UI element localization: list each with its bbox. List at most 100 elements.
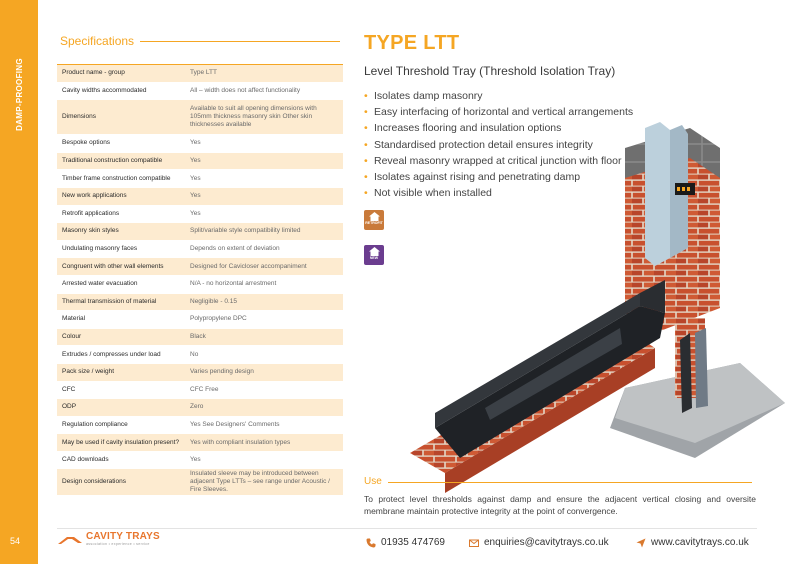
spec-label: Bespoke options — [57, 134, 185, 153]
spec-label: Pack size / weight — [57, 363, 185, 382]
phone-link[interactable]: 01935 474769 — [366, 537, 445, 548]
spec-value: Depends on extent of deviation — [185, 240, 343, 259]
list-item: Standardised protection detail ensures i… — [364, 137, 633, 153]
spec-value: Yes — [185, 134, 343, 153]
use-heading: Use — [364, 476, 382, 487]
spec-label: Timber frame construction compatible — [57, 169, 185, 188]
spec-label: Material — [57, 310, 185, 329]
spec-label: ODP — [57, 398, 185, 417]
specifications-rule — [140, 41, 340, 42]
table-row: May be used if cavity insulation present… — [57, 433, 343, 452]
spec-value: Designed for Cavicloser accompaniment — [185, 257, 343, 276]
spec-label: Thermal transmission of material — [57, 293, 185, 312]
spec-label: Traditional construction compatible — [57, 152, 185, 171]
phone-number: 01935 474769 — [381, 537, 445, 548]
spec-label: Product name - group — [57, 64, 185, 83]
product-illustration — [410, 122, 785, 493]
retrofit-badge-label: RETROFIT — [365, 221, 383, 225]
new-badge: NEW — [364, 245, 384, 265]
spec-value: No — [185, 345, 343, 364]
use-rule — [388, 482, 752, 483]
specifications-heading: Specifications — [60, 34, 135, 48]
spec-label: Retrofit applications — [57, 205, 185, 224]
spec-label: Undulating masonry faces — [57, 240, 185, 259]
spec-value: Yes See Designers' Comments — [185, 416, 343, 435]
spec-value: Type LTT — [185, 64, 343, 83]
spec-value: Polypropylene DPC — [185, 310, 343, 329]
spec-label: Cavity widths accommodated — [57, 82, 185, 101]
brand-logo[interactable]: CAVITY TRAYS association • experience • … — [57, 532, 160, 547]
spec-value: Insulated sleeve may be introduced betwe… — [185, 468, 343, 497]
list-item: Reveal masonry wrapped at critical junct… — [364, 153, 633, 169]
spec-value: Yes — [185, 451, 343, 470]
side-strip — [0, 0, 38, 564]
spec-label: CFC — [57, 381, 185, 400]
website-url: www.cavitytrays.co.uk — [651, 537, 749, 548]
email-link[interactable]: enquiries@cavitytrays.co.uk — [469, 537, 609, 548]
spec-value: Varies pending design — [185, 363, 343, 382]
section-label: DAMP-PROOFING — [14, 57, 24, 131]
brand-name: CAVITY TRAYS — [86, 531, 160, 542]
spec-value: Yes — [185, 152, 343, 171]
product-title: TYPE LTT — [364, 32, 460, 54]
list-item: Isolates damp masonry — [364, 88, 633, 104]
list-item: Easy interfacing of horizontal and verti… — [364, 104, 633, 120]
spec-value: N/A - no horizontal arrestment — [185, 275, 343, 294]
spec-value: Available to suit all opening dimensions… — [185, 99, 343, 136]
logo-mark-icon — [58, 536, 82, 544]
spec-label: Colour — [57, 328, 185, 347]
new-badge-label: NEW — [369, 256, 379, 260]
page-number: 54 — [10, 536, 21, 546]
spec-label: Design considerations — [57, 468, 185, 497]
product-subtitle: Level Threshold Tray (Threshold Isolatio… — [364, 64, 616, 78]
website-link[interactable]: www.cavitytrays.co.uk — [636, 537, 749, 548]
spec-value: Split/variable style compatibility limit… — [185, 222, 343, 241]
spec-value: Yes — [185, 205, 343, 224]
feature-list: Isolates damp masonry Easy interfacing o… — [364, 88, 633, 202]
brand-tagline: association • experience • service — [86, 542, 150, 546]
spec-label: CAD downloads — [57, 451, 185, 470]
retrofit-badge: RETROFIT — [364, 210, 384, 230]
list-item: Not visible when installed — [364, 185, 633, 201]
footer-rule — [57, 528, 757, 529]
spec-label: Congruent with other wall elements — [57, 257, 185, 276]
mail-icon — [469, 539, 479, 547]
phone-icon — [366, 538, 376, 547]
spec-label: Dimensions — [57, 99, 185, 136]
house-icon — [368, 212, 380, 221]
spec-label: Arrested water evacuation — [57, 275, 185, 294]
use-text: To protect level thresholds against damp… — [364, 494, 756, 516]
list-item: Isolates against rising and penetrating … — [364, 169, 633, 185]
spec-value: Zero — [185, 398, 343, 417]
spec-value: Yes — [185, 169, 343, 188]
spec-label: Regulation compliance — [57, 416, 185, 435]
house-icon — [368, 247, 380, 256]
spec-label: May be used if cavity insulation present… — [57, 433, 185, 452]
spec-label: Extrudes / compresses under load — [57, 345, 185, 364]
spec-value: All – width does not affect functionalit… — [185, 82, 343, 101]
spec-label: Masonry skin styles — [57, 222, 185, 241]
spec-value: Yes — [185, 187, 343, 206]
